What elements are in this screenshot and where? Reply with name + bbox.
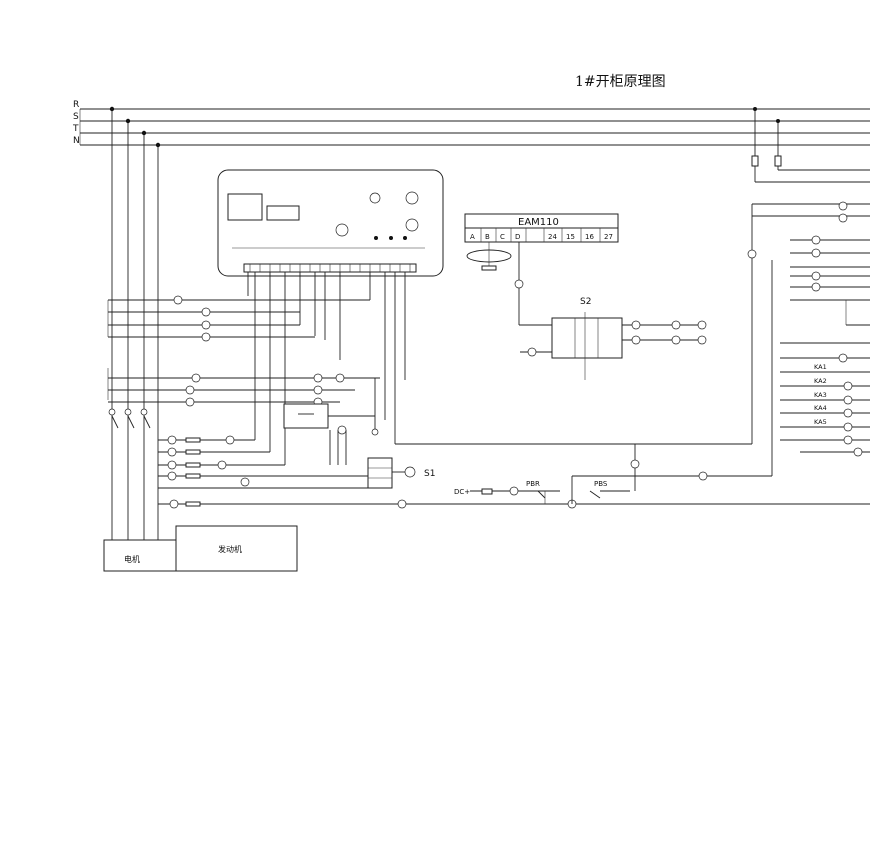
controller-wires — [247, 272, 752, 465]
dc-plus-label: DC+ — [454, 488, 470, 496]
eam-terminal-16: 16 — [585, 233, 594, 241]
pbs-label: PBS — [594, 480, 608, 488]
pbr-label: PBR — [526, 480, 540, 488]
eam110-module — [464, 213, 619, 326]
eam-terminal-c: C — [500, 233, 505, 241]
dc-branch — [470, 444, 772, 509]
eam-terminal-b: B — [485, 233, 490, 241]
relay-ka3-label: KA3 — [814, 391, 827, 399]
s2-switch — [520, 312, 707, 380]
relay-ka2-label: KA2 — [814, 377, 827, 385]
s1-label: S1 — [424, 469, 435, 479]
right-feeder-wires — [751, 107, 870, 476]
bus-label-t: T — [72, 124, 79, 134]
equipment-boxes — [103, 525, 298, 572]
generator-label: 发动机 — [218, 544, 242, 554]
s2-label: S2 — [580, 297, 591, 307]
eam-terminal-24: 24 — [548, 233, 557, 241]
bus-lines — [79, 108, 870, 146]
eam-terminal-15: 15 — [566, 233, 575, 241]
eam-terminal-a: A — [470, 233, 475, 241]
bus-label-s: S — [73, 112, 79, 122]
left-feeder-wires — [108, 106, 161, 540]
eam-terminal-d: D — [515, 233, 520, 241]
motor-label: 电机 — [124, 554, 140, 564]
bus-label-r: R — [73, 100, 79, 110]
bus-label-n: N — [73, 136, 80, 146]
relay-ka4-label: KA4 — [814, 404, 827, 412]
controller-module — [217, 169, 444, 277]
eam-title: EAM110 — [518, 217, 559, 228]
eam-terminal-27: 27 — [604, 233, 613, 241]
left-circuits — [107, 295, 870, 509]
relay-ka5-label: KA5 — [814, 418, 827, 426]
diagram-title: 1#开柜原理图 — [575, 74, 666, 90]
relay-ladder — [747, 201, 870, 457]
relay-ka1-label: KA1 — [814, 363, 827, 371]
